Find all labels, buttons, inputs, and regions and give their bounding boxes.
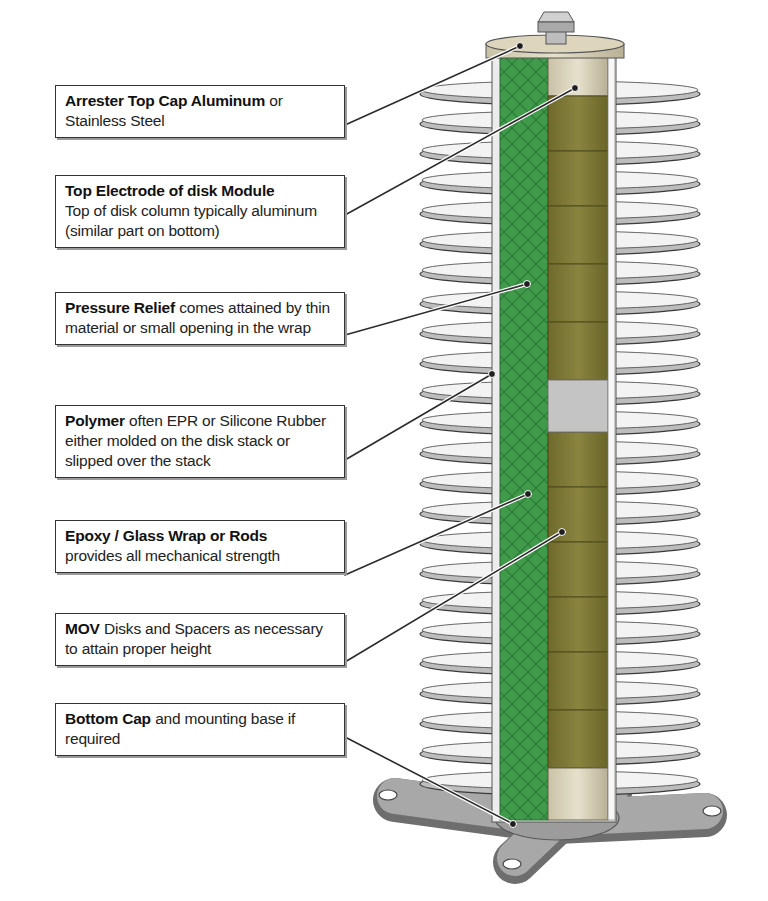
callout-box: Polymeroften EPR or Silicone Rubber eith… <box>55 405 345 478</box>
core-cutaway <box>492 52 616 822</box>
callout-heading: MOV <box>65 620 100 637</box>
leader-lines <box>345 43 579 828</box>
callout-text: Top of disk column typically aluminum (s… <box>65 202 317 239</box>
polymer-sheds <box>420 81 700 795</box>
callout-box: Pressure Reliefcomes attained by thin ma… <box>55 292 345 345</box>
callout-text: provides all mechanical strength <box>65 547 280 564</box>
callout-text: Disks and Spacers as necessary to attain… <box>65 620 323 657</box>
callout-heading: Top Electrode of disk Module <box>65 181 335 201</box>
callout-heading: Bottom Cap <box>65 710 151 727</box>
callout-heading: Epoxy / Glass Wrap or Rods <box>65 526 335 546</box>
callout-heading: Polymer <box>65 412 125 429</box>
callout-box: MOVDisks and Spacers as necessary to att… <box>55 613 345 666</box>
callout-box: Bottom Capand mounting base if required <box>55 703 345 756</box>
callout-box: Epoxy / Glass Wrap or Rodsprovides all m… <box>55 520 345 573</box>
callout-heading: Pressure Relief <box>65 299 175 316</box>
callout-heading: Arrester Top Cap Aluminum <box>65 92 265 109</box>
callout-box: Arrester Top Cap Aluminumor Stainless St… <box>55 85 345 138</box>
callout-box: Top Electrode of disk ModuleTop of disk … <box>55 175 345 248</box>
